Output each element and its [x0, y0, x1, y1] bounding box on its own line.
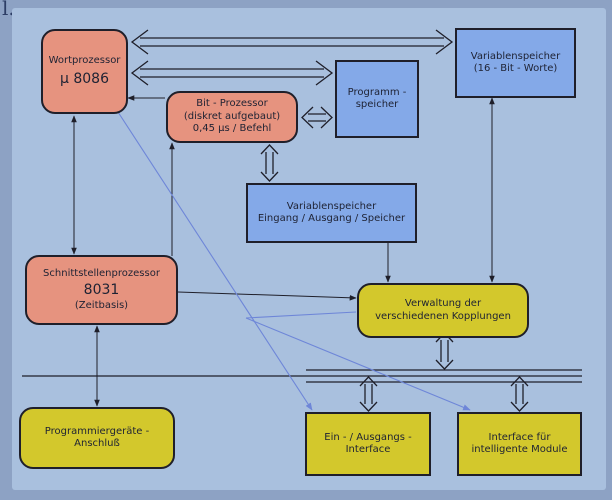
interface-module-box: Interface für intelligente Module — [457, 412, 582, 476]
verwaltung-line1: Verwaltung der — [404, 298, 482, 309]
bus-arrows — [130, 29, 529, 412]
schnittstellenprozessor-chip: 8031 — [83, 282, 120, 299]
programmiergeraete-line1: Programmiergeräte - — [44, 425, 150, 437]
signal-lines — [71, 95, 495, 407]
variablenspeicher-io-note: Eingang / Ausgang / Speicher — [257, 213, 406, 224]
programmspeicher-line1: Programm - — [347, 86, 407, 98]
bitprozessor-title: Bit - Prozessor — [196, 98, 268, 110]
wortprozessor-chip: µ 8086 — [60, 71, 109, 87]
variablenspeicher-16bit-title: Variablenspeicher — [470, 50, 561, 62]
variablenspeicher-io-title: Variablenspeicher — [286, 200, 377, 212]
programmspeicher-line2: speicher — [355, 99, 399, 110]
bus-arrow-bit-prog — [301, 106, 333, 129]
bus-arrow-bus-modules — [510, 376, 529, 412]
programmspeicher-box: Programm - speicher — [335, 60, 419, 138]
system-bus — [22, 369, 582, 383]
interface-module-line2: intelligente Module — [471, 444, 568, 455]
programmiergeraete-line2: Anschluß — [74, 438, 120, 449]
ein-ausgangs-interface-box: Ein - / Ausgangs - Interface — [305, 412, 431, 476]
verwaltung-line2: verschiedenen Kopplungen — [375, 310, 511, 322]
bus-arrow-wort-var16 — [130, 29, 454, 55]
bus-arrow-bus-io — [359, 376, 378, 412]
ein-ausgangs-line1: Ein - / Ausgangs - — [324, 431, 412, 443]
schnittstellenprozessor-box: Schnittstellenprozessor 8031 (Zeitbasis) — [25, 255, 178, 325]
bus-arrow-bit-varIO — [260, 144, 279, 182]
ein-ausgangs-line2: Interface — [345, 444, 391, 455]
bitprozessor-box: Bit - Prozessor (diskret aufgebaut) 0,45… — [166, 91, 298, 143]
variablenspeicher-io-box: Variablenspeicher Eingang / Ausgang / Sp… — [246, 183, 417, 243]
wortprozessor-title: Wortprozessor — [48, 54, 121, 66]
blue-lines — [117, 111, 471, 411]
wortprozessor-box: Wortprozessor µ 8086 — [41, 29, 128, 114]
corner-mark: l. — [2, 0, 15, 20]
bus-arrow-wort-prog — [130, 60, 334, 86]
bus-arrow-verwaltung-bus — [435, 332, 454, 370]
verwaltung-box: Verwaltung der verschiedenen Kopplungen — [357, 283, 529, 338]
bitprozessor-note: (diskret aufgebaut) — [183, 110, 281, 122]
bitprozessor-speed: 0,45 µs / Befehl — [192, 123, 272, 135]
variablenspeicher-16bit-box: Variablenspeicher (16 - Bit - Worte) — [455, 28, 576, 98]
schnittstellenprozessor-title: Schnittstellenprozessor — [43, 267, 160, 279]
interface-module-line1: Interface für — [488, 431, 551, 443]
programmiergeraete-box: Programmiergeräte - Anschluß — [19, 407, 175, 469]
variablenspeicher-16bit-note: (16 - Bit - Worte) — [473, 63, 558, 74]
schnittstellenprozessor-note: (Zeitbasis) — [74, 299, 129, 311]
